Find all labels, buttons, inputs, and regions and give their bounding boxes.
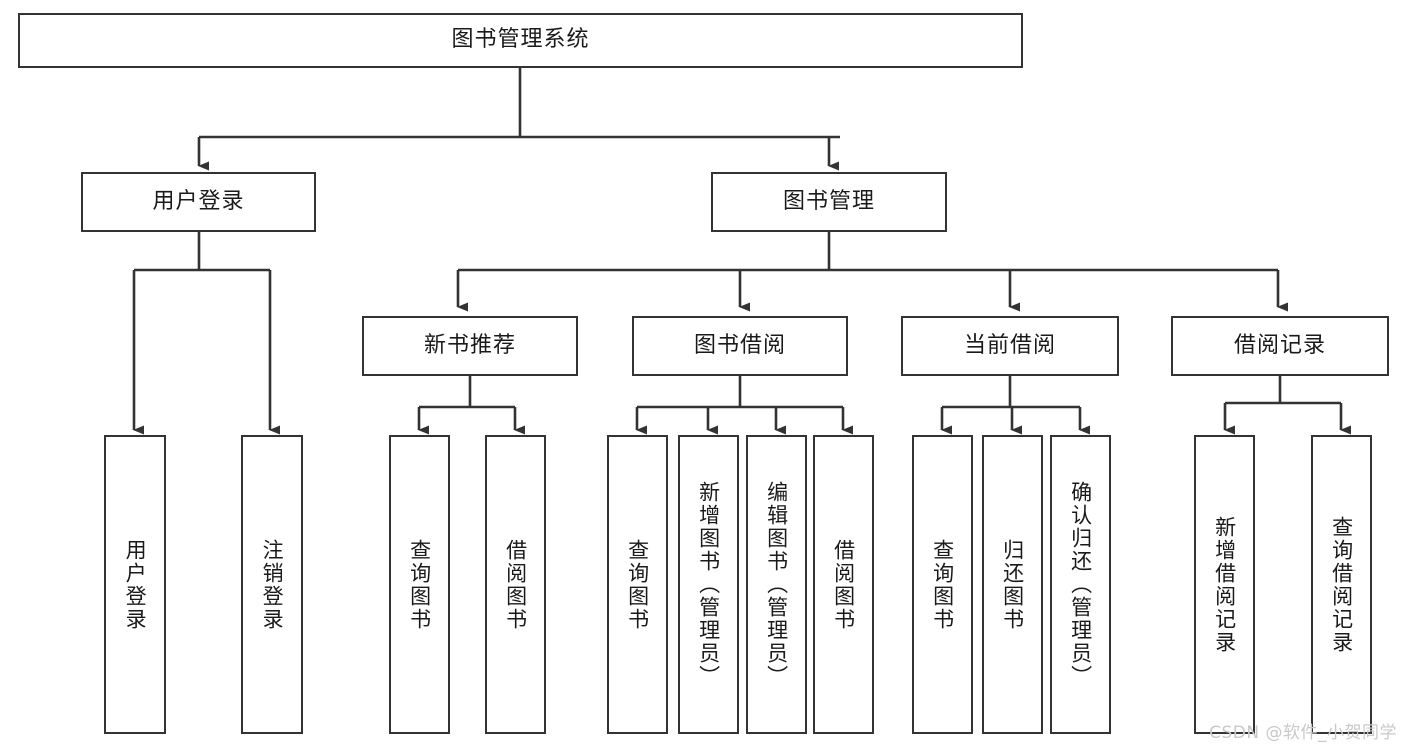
- node-current-borrow[interactable]: 当前借阅: [901, 316, 1119, 376]
- leaf-borrow-book-recommend[interactable]: 借阅图书: [485, 435, 546, 734]
- node-book-management[interactable]: 图书管理: [711, 172, 947, 232]
- node-user-login[interactable]: 用户登录: [81, 172, 316, 232]
- leaf-query-book-recommend[interactable]: 查询图书: [389, 435, 450, 734]
- leaf-confirm-return-admin[interactable]: 确认归还（管理员）: [1050, 435, 1111, 734]
- leaf-logout-login[interactable]: 注销登录: [241, 435, 303, 734]
- leaf-borrow-book-borrow[interactable]: 借阅图书: [813, 435, 874, 734]
- node-book-borrow[interactable]: 图书借阅: [632, 316, 848, 376]
- leaf-query-book-borrow[interactable]: 查询图书: [607, 435, 668, 734]
- leaf-user-login[interactable]: 用户登录: [104, 435, 166, 734]
- node-root-book-management-system[interactable]: 图书管理系统: [18, 13, 1023, 68]
- leaf-edit-book-admin[interactable]: 编辑图书（管理员）: [746, 435, 807, 734]
- leaf-add-borrow-record[interactable]: 新增借阅记录: [1194, 435, 1255, 734]
- leaf-add-book-admin[interactable]: 新增图书（管理员）: [678, 435, 739, 734]
- leaf-return-book[interactable]: 归还图书: [982, 435, 1043, 734]
- leaf-query-book-current[interactable]: 查询图书: [912, 435, 973, 734]
- leaf-query-borrow-record[interactable]: 查询借阅记录: [1311, 435, 1372, 734]
- node-borrow-record[interactable]: 借阅记录: [1171, 316, 1389, 376]
- node-new-book-recommend[interactable]: 新书推荐: [362, 316, 578, 376]
